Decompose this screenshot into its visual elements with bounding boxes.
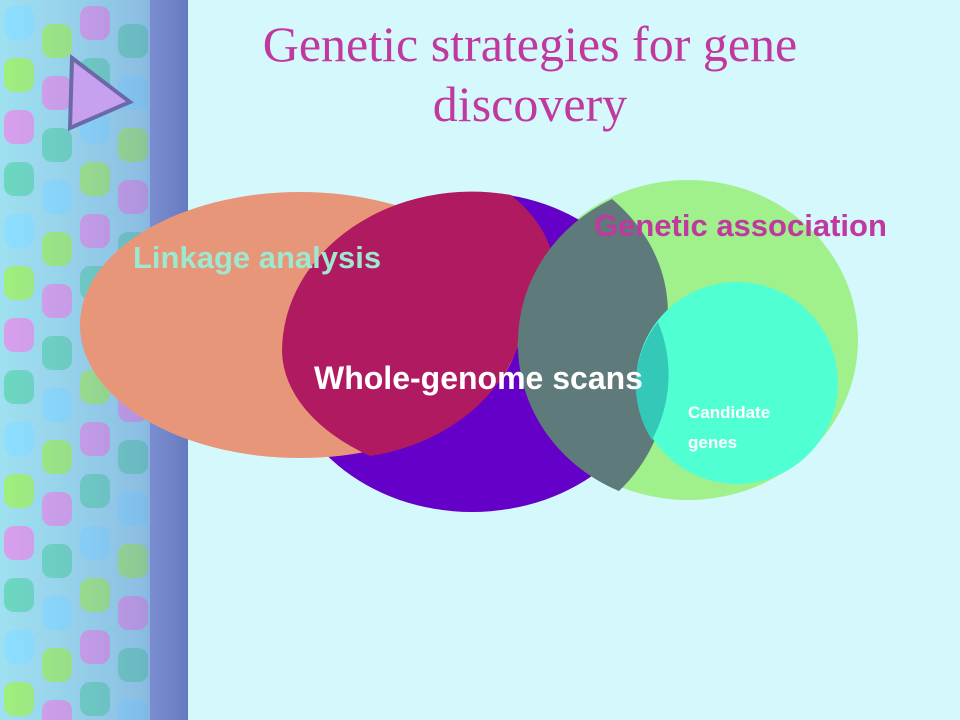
overlap-whole-association bbox=[517, 199, 668, 491]
decorative-left-band bbox=[0, 0, 188, 720]
label-whole-genome-scans: Whole-genome scans bbox=[314, 360, 643, 396]
overlap-linkage-whole bbox=[281, 191, 555, 457]
label-candidate-genes: Candidate genes bbox=[688, 403, 771, 452]
overlap-candidate-whole bbox=[635, 322, 669, 440]
label-linkage-analysis: Linkage analysis bbox=[133, 240, 382, 275]
set-candidate-circle bbox=[636, 282, 838, 484]
label-genetic-association: Genetic association bbox=[594, 208, 887, 243]
slide-title: Genetic strategies for gene discovery bbox=[262, 16, 798, 132]
play-triangle-icon bbox=[67, 54, 134, 132]
overlap-linkage-whole-association bbox=[517, 320, 521, 349]
